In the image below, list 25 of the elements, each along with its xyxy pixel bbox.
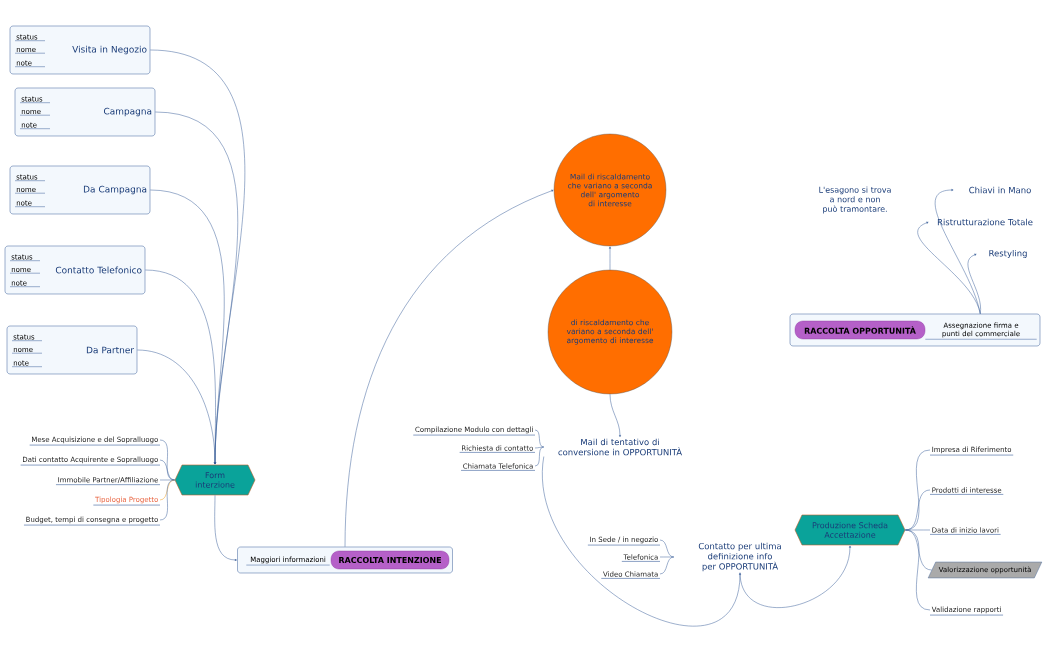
branch-line xyxy=(659,556,675,558)
branch-line xyxy=(159,479,175,521)
branch-line xyxy=(159,479,175,501)
arrow xyxy=(609,393,621,438)
arrow xyxy=(542,456,741,626)
branch-line xyxy=(659,556,675,575)
arrow xyxy=(214,495,237,561)
branch-line xyxy=(159,459,175,481)
arrow xyxy=(609,246,611,271)
branch-line xyxy=(905,529,931,611)
topic-text: Ristrutturazione Totale xyxy=(937,218,1033,226)
topic-text: Mail di tentativo di conversione in OPPORTUNITÀ xyxy=(558,438,682,456)
branch-line xyxy=(159,479,175,481)
topic-text: Chiavi in Mano xyxy=(969,186,1031,194)
topic-text: Restyling xyxy=(989,249,1027,259)
branch-line xyxy=(534,446,545,467)
branch-line xyxy=(534,429,545,448)
branch-line xyxy=(905,529,931,531)
arrow xyxy=(344,189,554,547)
topic-text: Contatto per ultima definizione info per OPPORTUNITÀ xyxy=(698,542,781,572)
arrow xyxy=(739,545,851,608)
arrow xyxy=(917,221,981,314)
arrow xyxy=(967,253,981,314)
branch-line xyxy=(534,446,545,449)
arrow xyxy=(137,349,216,465)
